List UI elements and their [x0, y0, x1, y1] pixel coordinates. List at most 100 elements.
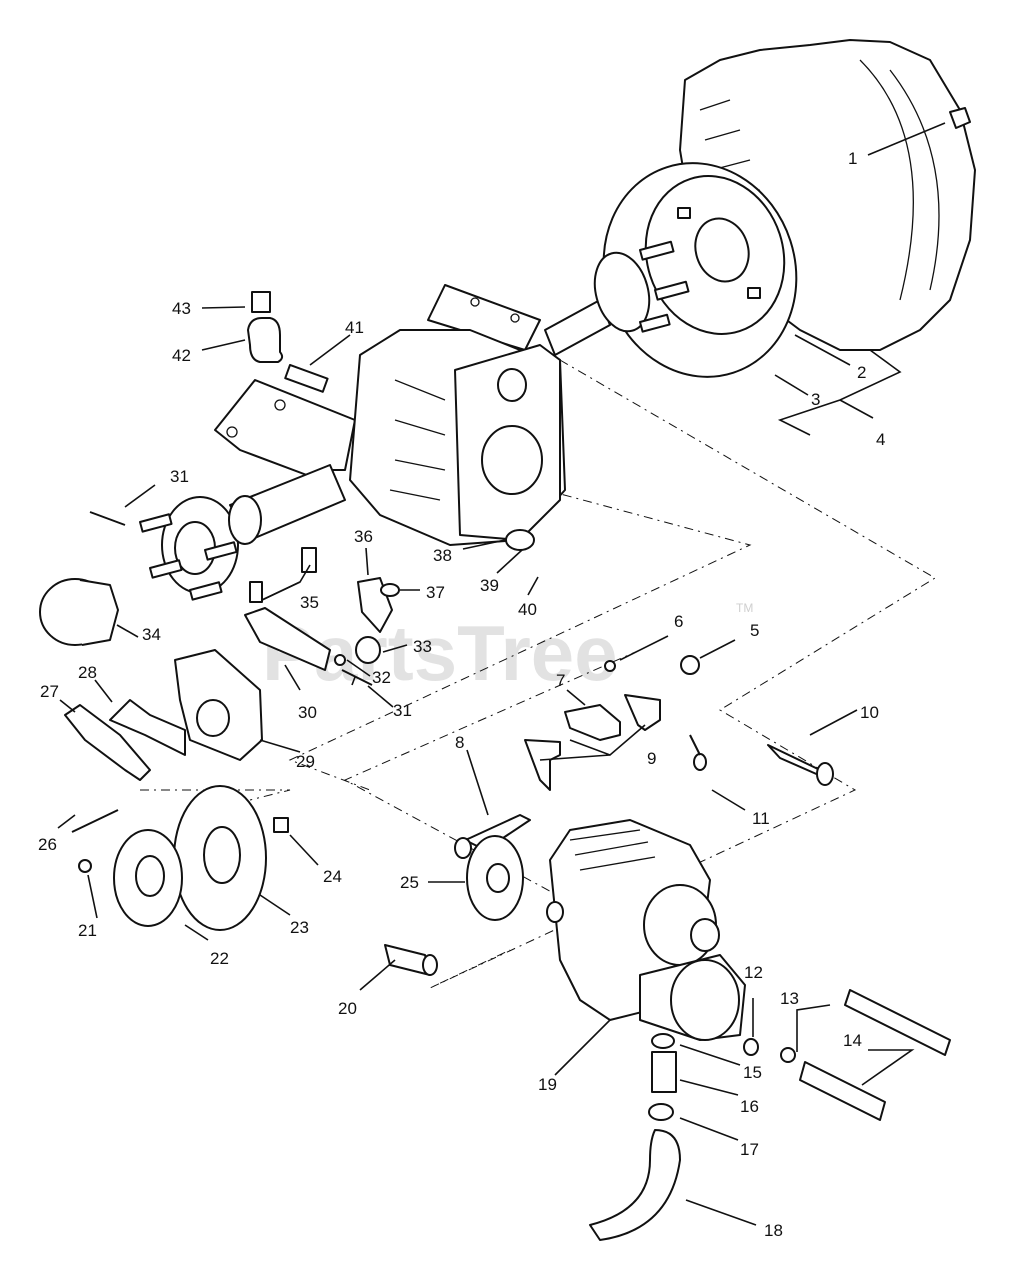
callout-numbers: 1 2 3 4 5 6 7 8 9 10 11 12 13 14 15 16 1…	[38, 149, 885, 1240]
bolt-13	[844, 989, 951, 1056]
callout-24: 24	[323, 867, 342, 886]
callout-37: 37	[426, 583, 445, 602]
watermark-tm: TM	[736, 601, 753, 615]
callout-40: 40	[518, 600, 537, 619]
center-line-brake	[140, 789, 291, 801]
callout-15: 15	[743, 1063, 762, 1082]
brake-disc-center	[203, 826, 241, 884]
bolt-35b	[249, 581, 263, 603]
pin-8-head	[454, 837, 472, 859]
callout-18: 18	[764, 1221, 783, 1240]
left-hub-stud	[204, 541, 238, 561]
callout-23: 23	[290, 918, 309, 937]
breather-tube	[284, 364, 329, 393]
hub-plate-center	[135, 855, 165, 897]
right-hub-flange	[593, 251, 651, 333]
washer-13	[780, 1047, 796, 1063]
spacer-33	[355, 636, 381, 664]
callout-13: 13	[780, 989, 799, 1008]
callout-16: 16	[740, 1097, 759, 1116]
caliper-bore	[196, 699, 230, 737]
callout-12: 12	[744, 963, 763, 982]
callout-20: 20	[338, 999, 357, 1018]
bolt-26	[71, 809, 119, 833]
right-wheel-hub	[593, 240, 690, 333]
left-hub-stud	[188, 581, 223, 601]
hydrostatic-pump	[384, 819, 746, 1041]
right-hub-stud	[639, 240, 675, 261]
sleeve-20-end	[422, 954, 438, 976]
hub-cap-rim	[79, 579, 119, 646]
plate-30	[244, 607, 331, 671]
wheel-slot	[747, 287, 761, 299]
callout-19: 19	[538, 1075, 557, 1094]
input-shaft-opening	[497, 368, 527, 402]
callout-28: 28	[78, 663, 97, 682]
callout-27: 27	[40, 682, 59, 701]
nut-12	[743, 1038, 759, 1056]
control-hardware	[454, 655, 834, 859]
dashed-center-lines	[140, 359, 936, 989]
elbow-fitting	[247, 317, 284, 363]
callout-4: 4	[876, 430, 885, 449]
right-hub-stud	[639, 313, 671, 333]
tire-assembly	[602, 39, 976, 378]
cotter-pin	[89, 511, 126, 526]
center-line-pump	[429, 359, 936, 989]
callout-32: 32	[372, 668, 391, 687]
callout-3: 3	[811, 390, 820, 409]
pump-input	[690, 918, 720, 952]
callout-5: 5	[750, 621, 759, 640]
callout-1: 1	[848, 149, 857, 168]
tire-sidewall	[859, 59, 940, 301]
sleeve-10-end	[816, 762, 834, 786]
pin-31b	[341, 669, 373, 686]
bracket-9a	[624, 694, 661, 731]
nut-6	[604, 660, 616, 672]
callout-25: 25	[400, 873, 419, 892]
callout-34: 34	[142, 625, 161, 644]
eyebolt-11	[693, 753, 707, 771]
eyebolt-shank	[689, 734, 701, 756]
callout-10: 10	[860, 703, 879, 722]
center-line-hub	[288, 439, 752, 791]
callout-8: 8	[455, 733, 464, 752]
hub-cap	[39, 578, 119, 646]
callout-2: 2	[857, 363, 866, 382]
fitting-cap	[251, 291, 271, 313]
callout-39: 39	[480, 576, 499, 595]
callout-17: 17	[740, 1140, 759, 1159]
housing-fins	[389, 379, 446, 501]
hose-18	[589, 1129, 681, 1241]
left-hub-stud	[148, 559, 183, 579]
housing-bearing	[481, 425, 543, 495]
left-wheel-hub	[89, 495, 262, 601]
callout-31b: 31	[393, 701, 412, 720]
callout-36: 36	[354, 527, 373, 546]
callout-33: 33	[413, 637, 432, 656]
clamp-17	[648, 1103, 674, 1121]
left-hub-stud	[139, 513, 173, 533]
right-axle-shaft	[544, 299, 611, 356]
transaxle-housing	[214, 284, 611, 551]
oring-15	[651, 1033, 675, 1049]
callout-26: 26	[38, 835, 57, 854]
bolt-14	[799, 1061, 886, 1121]
brake-assembly	[64, 649, 263, 833]
callout-21: 21	[78, 921, 97, 940]
bracket-hardware	[244, 547, 400, 686]
bracket-9b	[524, 739, 561, 791]
fitting-16	[651, 1051, 677, 1093]
left-hub-collar	[228, 495, 262, 545]
callout-29: 29	[296, 752, 315, 771]
callout-41: 41	[345, 318, 364, 337]
wheel-center-hole	[694, 217, 750, 283]
plate-7	[564, 704, 621, 741]
gasket-25-center	[486, 863, 510, 893]
drain-boss	[505, 529, 535, 551]
callout-43: 43	[172, 299, 191, 318]
bolt-35a	[301, 547, 317, 573]
callout-7: 7	[556, 671, 565, 690]
brake-disc-assembly	[78, 785, 289, 931]
